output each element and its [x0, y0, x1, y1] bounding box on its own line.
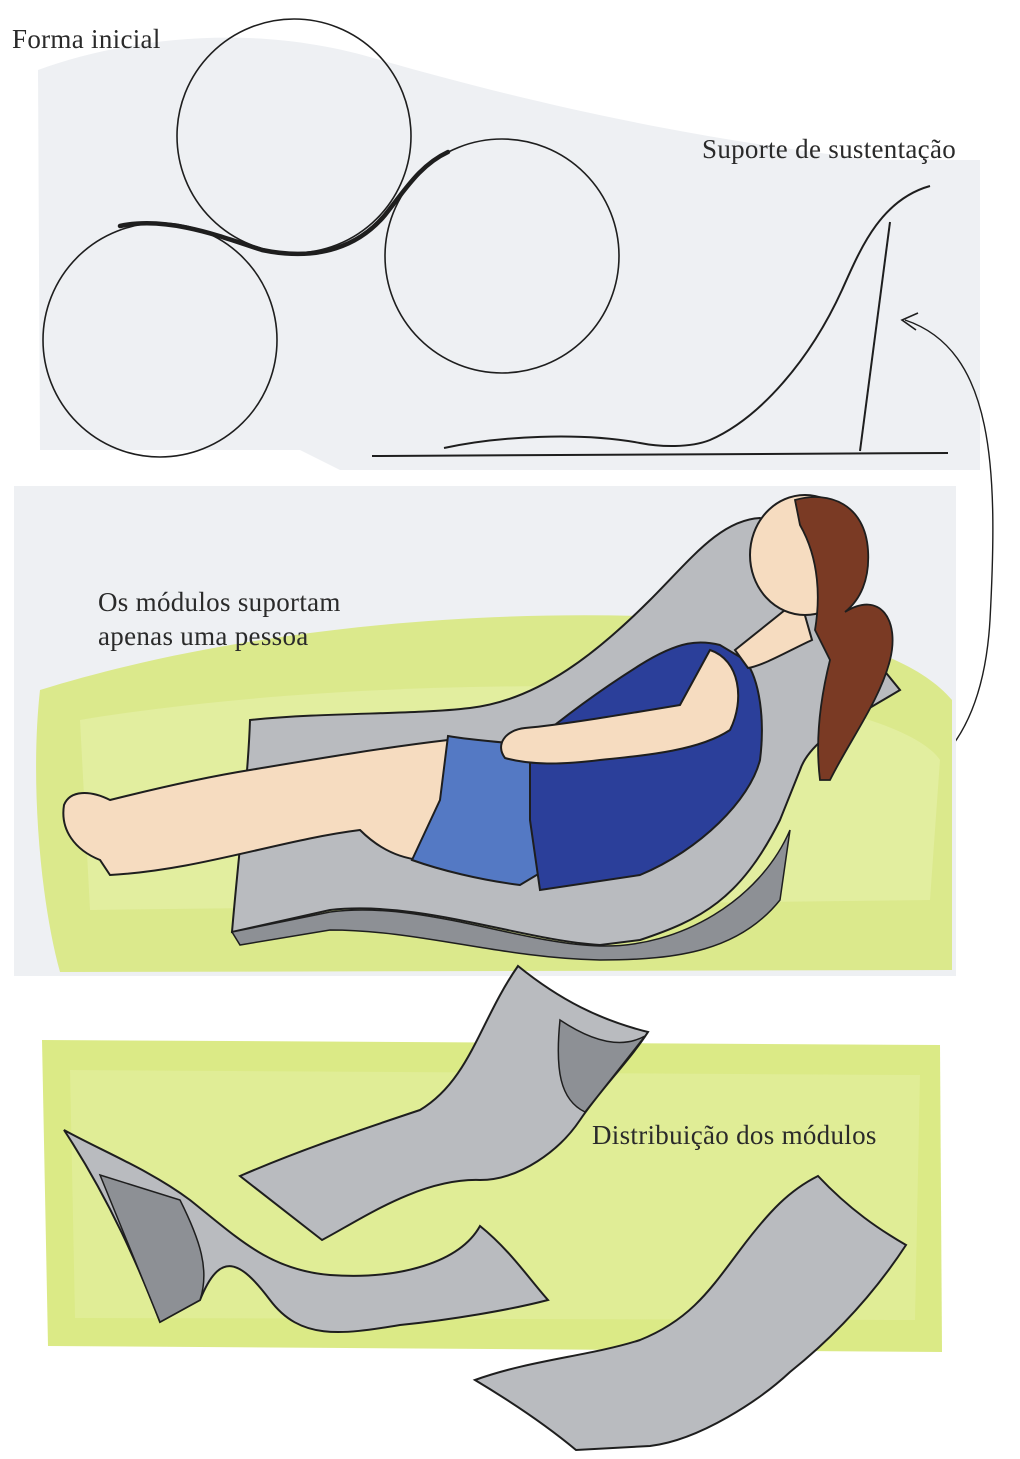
module-use-panel: [14, 486, 956, 976]
initial-form-panel: [38, 19, 980, 470]
label-support: Suporte de sustentação: [702, 132, 956, 166]
distribution-panel: [42, 966, 942, 1450]
panel-background: [38, 38, 980, 470]
label-modules: Os módulos suportam apenas uma pessoa: [98, 585, 341, 653]
label-initial-form: Forma inicial: [12, 22, 161, 56]
label-modules-line2: apenas uma pessoa: [98, 619, 341, 653]
label-distribution: Distribuição dos módulos: [592, 1118, 877, 1152]
label-modules-line1: Os módulos suportam: [98, 585, 341, 619]
